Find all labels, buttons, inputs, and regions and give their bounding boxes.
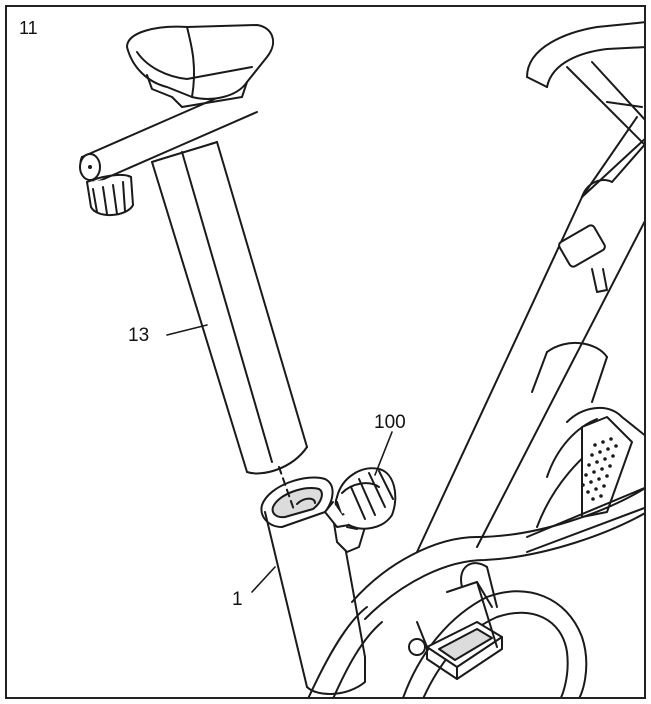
- diagram-frame: 11 13 100 1: [5, 5, 646, 699]
- callout-seat-post: 13: [128, 325, 150, 346]
- flywheel-guard: [526, 406, 644, 553]
- step-number: 11: [19, 18, 38, 38]
- callout-knob: 100: [374, 412, 406, 433]
- pedal: [408, 562, 503, 680]
- leader-13: [166, 324, 208, 336]
- leader-100: [374, 431, 393, 476]
- lower-frame: [307, 487, 644, 697]
- guard-vent-holes: [581, 437, 618, 501]
- seat-post: [151, 141, 308, 475]
- adjustment-knob: [324, 467, 397, 530]
- assembly-illustration: [79, 21, 644, 697]
- callout-frame: 1: [232, 589, 243, 610]
- seat-carriage: [79, 24, 275, 216]
- leader-1: [251, 566, 276, 593]
- bike-frame-main-tube: [416, 21, 644, 553]
- alignment-dashed-line: [278, 466, 295, 511]
- callout-leaders: [166, 324, 393, 593]
